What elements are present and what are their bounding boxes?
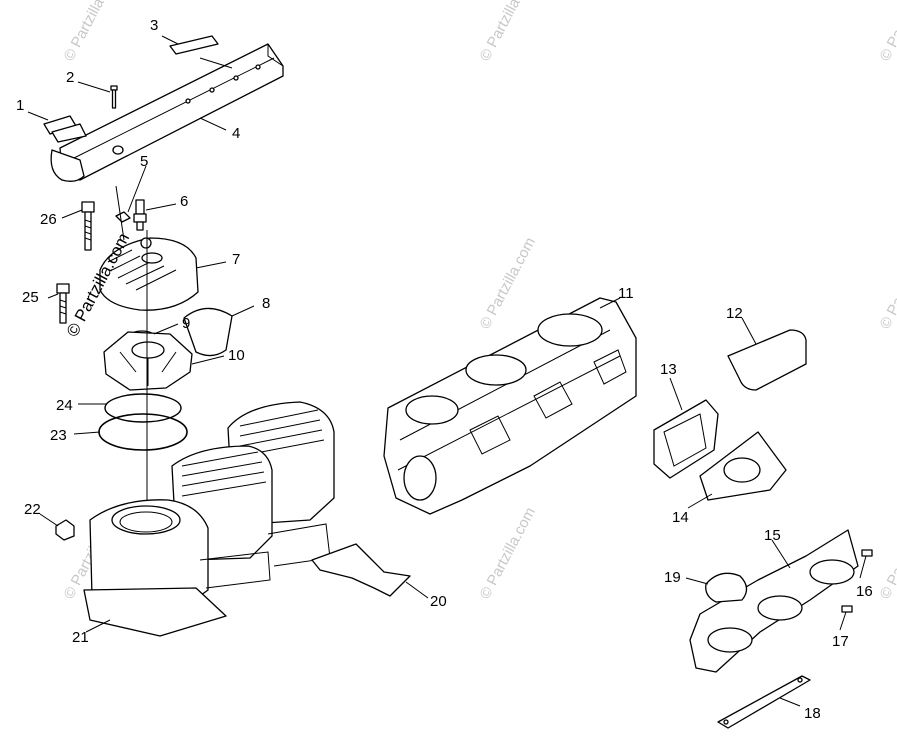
callout-11: 11 [618, 285, 634, 302]
callout-3: 3 [150, 17, 158, 34]
watermark: © Partzilla.com [61, 0, 123, 64]
callout-13: 13 [660, 361, 677, 378]
callout-12: 12 [726, 305, 743, 322]
nut-22 [55, 519, 75, 541]
callout-19: 19 [664, 569, 681, 586]
callout-16: 16 [856, 583, 873, 600]
callout-26: 26 [40, 211, 57, 228]
watermark: © Partzilla.com [477, 235, 539, 332]
o-ring-24 [104, 393, 182, 423]
bolt-26 [81, 201, 95, 251]
callout-18: 18 [804, 705, 821, 722]
callout-14: 14 [672, 509, 689, 526]
callout-5: 5 [140, 153, 148, 170]
callout-24: 24 [56, 397, 73, 414]
watermark: © Partzilla.com [877, 505, 897, 602]
callout-15: 15 [764, 527, 781, 544]
callout-23: 23 [50, 427, 67, 444]
leader-lines [27, 35, 867, 707]
watermark: © Partzilla.com [477, 505, 539, 602]
callout-21: 21 [72, 629, 89, 646]
callout-22: 22 [24, 501, 41, 518]
gasket-8 [183, 307, 233, 357]
o-ring-23 [98, 413, 188, 451]
callout-9: 9 [182, 315, 190, 332]
callout-10: 10 [228, 347, 245, 364]
callout-2: 2 [66, 69, 74, 86]
cylinder-21 [83, 499, 331, 637]
callout-labels: 1 2 3 4 5 6 7 8 9 10 11 12 13 14 15 16 1… [16, 17, 873, 722]
bracket-18 [717, 675, 811, 729]
callout-25: 25 [22, 289, 39, 306]
watermark: © Partzilla.com [877, 235, 897, 332]
water-manifold [50, 43, 284, 182]
intake-manifold-15 [689, 529, 859, 673]
bolt-25 [56, 283, 70, 324]
callout-7: 7 [232, 251, 240, 268]
screw-2 [110, 85, 118, 109]
gasket-19 [705, 572, 748, 603]
callout-4: 4 [232, 125, 240, 142]
callout-20: 20 [430, 593, 447, 610]
reed-cover-12 [727, 329, 807, 391]
watermark: © Partzilla.com [477, 0, 539, 64]
callout-17: 17 [832, 633, 849, 650]
base-gasket-20 [311, 543, 411, 597]
decal-3 [169, 35, 219, 55]
washer-5 [115, 211, 131, 223]
callout-8: 8 [262, 295, 270, 312]
spark-plug-6 [133, 199, 147, 231]
intake-duct-14 [699, 431, 787, 501]
callout-1: 1 [16, 97, 24, 114]
crankcase-11 [383, 297, 637, 515]
callout-6: 6 [180, 193, 188, 210]
watermark: © Partzilla.com [877, 0, 897, 64]
reed-valve-13 [653, 399, 719, 479]
bolt-16 [861, 549, 873, 557]
head-insert-10 [103, 331, 193, 391]
bolt-17 [841, 605, 853, 613]
